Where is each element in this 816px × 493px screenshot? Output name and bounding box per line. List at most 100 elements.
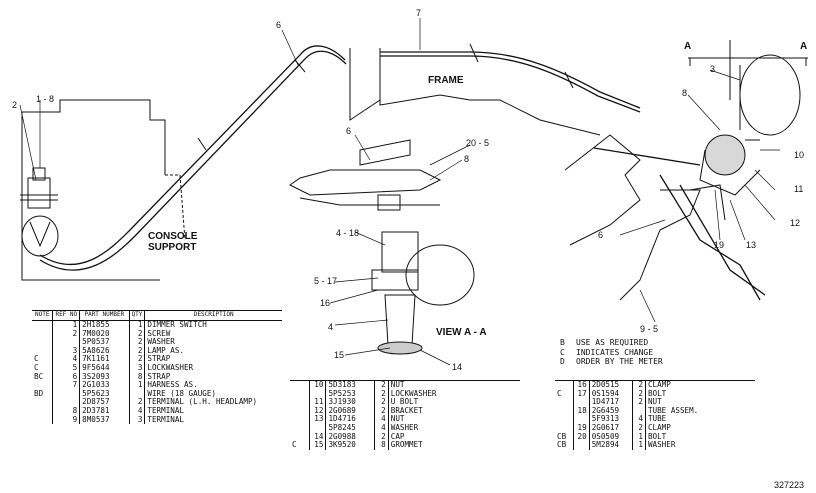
cell-note: BD	[32, 389, 54, 399]
cell-desc: CAP	[390, 431, 405, 441]
cell-note	[290, 380, 311, 390]
cell-qty: 3	[129, 363, 146, 373]
headlamp-right	[699, 40, 801, 196]
cell-note: C	[32, 355, 54, 364]
cell-desc: U BOLT	[390, 397, 419, 407]
note-code: D	[560, 357, 565, 366]
cell-part: 0S0509	[589, 432, 634, 442]
cell-qty: 2	[374, 398, 389, 407]
cell-note	[32, 381, 54, 390]
leader-lines	[19, 18, 780, 366]
callout-13: 13	[746, 240, 757, 250]
callout-20-5: 20 - 5	[466, 138, 490, 148]
cell-qty: 2	[129, 346, 146, 356]
cell-qty: 4	[129, 406, 146, 416]
view-a-a-assembly	[371, 231, 475, 355]
cell-qty: 2	[129, 338, 146, 347]
console-support-label-line2: SUPPORT	[148, 242, 197, 253]
cell-note: C	[32, 363, 54, 373]
table-header-row: NOTE REF NO PART NUMBER QTY DESCRIPTION	[32, 310, 282, 321]
cell-ref: 4	[52, 355, 81, 364]
cell-qty: 8	[129, 372, 146, 382]
callout-2: 2	[12, 100, 18, 110]
cell-note	[32, 398, 54, 407]
cell-note	[290, 389, 311, 399]
callout-4-18: 4 - 18	[336, 228, 360, 238]
cell-part: 1D4716	[325, 415, 375, 424]
dimmer-switch-assembly	[20, 167, 59, 257]
cell-desc: CLAMP	[647, 422, 671, 432]
frame-outline	[349, 48, 601, 136]
cell-qty: 2	[129, 329, 146, 339]
cell-ref: 14	[309, 432, 327, 442]
cell-ref	[573, 441, 590, 450]
cell-part: 5P5253	[325, 389, 375, 399]
callout-8-right: 8	[682, 88, 688, 98]
cell-ref: 7	[52, 381, 81, 390]
cell-qty: 1	[129, 320, 146, 330]
cell-note	[555, 423, 574, 433]
cell-part: 5D3183	[325, 380, 375, 390]
view-a-a-label: VIEW A - A	[436, 327, 487, 338]
cell-qty: 2	[374, 380, 389, 390]
cell-part: 1D4717	[589, 398, 634, 407]
cell-part: 2G6459	[589, 406, 634, 416]
cell-part: 3J1930	[325, 398, 375, 407]
cell-desc: WASHER	[390, 422, 419, 432]
callout-16: 16	[320, 298, 331, 308]
cell-ref: 8	[52, 406, 81, 416]
callout-10: 10	[794, 150, 805, 160]
lower-frame-outline	[564, 134, 641, 246]
wiring-harness	[39, 45, 766, 301]
cell-qty: 1	[632, 441, 646, 450]
cell-desc: TERMINAL	[147, 405, 184, 415]
cell-desc: STRAP	[147, 371, 171, 381]
cell-note	[290, 398, 311, 407]
cell-ref: 12	[309, 406, 327, 416]
cell-desc: DIMMER SWITCH	[147, 320, 207, 329]
cell-desc: NUT	[647, 397, 662, 407]
cell-qty: 1	[632, 432, 646, 442]
cell-ref: 9	[52, 415, 81, 425]
cell-desc: WASHER	[647, 440, 676, 450]
cell-qty	[129, 389, 146, 399]
cell-note	[555, 398, 574, 407]
cell-ref	[309, 423, 327, 433]
callout-12: 12	[790, 218, 801, 228]
callout-1-8: 1 - 8	[36, 94, 55, 104]
cell-note	[32, 329, 54, 339]
cell-desc: BOLT	[647, 388, 667, 398]
cell-part: 7K1161	[79, 355, 130, 364]
cell-note	[32, 346, 54, 356]
cell-note	[555, 380, 574, 390]
callout-7: 7	[416, 8, 422, 18]
header-part: PART NUMBER	[79, 310, 130, 321]
cell-part: 9F5644	[79, 363, 130, 373]
middle-bracket-view	[289, 139, 442, 211]
callout-6-lower: 6	[598, 230, 604, 240]
cell-qty: 2	[632, 389, 646, 399]
callout-14: 14	[452, 362, 463, 372]
cell-ref	[52, 398, 81, 407]
cell-desc: TUBE	[647, 414, 667, 424]
cell-part: 2H1855	[79, 320, 130, 330]
cell-note	[290, 432, 311, 442]
cell-ref	[573, 415, 590, 424]
cell-note: C	[555, 389, 574, 399]
callout-4: 4	[328, 322, 334, 332]
cell-note	[290, 415, 311, 424]
parts-table-1: NOTE REF NO PART NUMBER QTY DESCRIPTION …	[32, 310, 282, 425]
cell-part: 2G0617	[589, 423, 634, 433]
callout-15: 15	[334, 350, 345, 360]
